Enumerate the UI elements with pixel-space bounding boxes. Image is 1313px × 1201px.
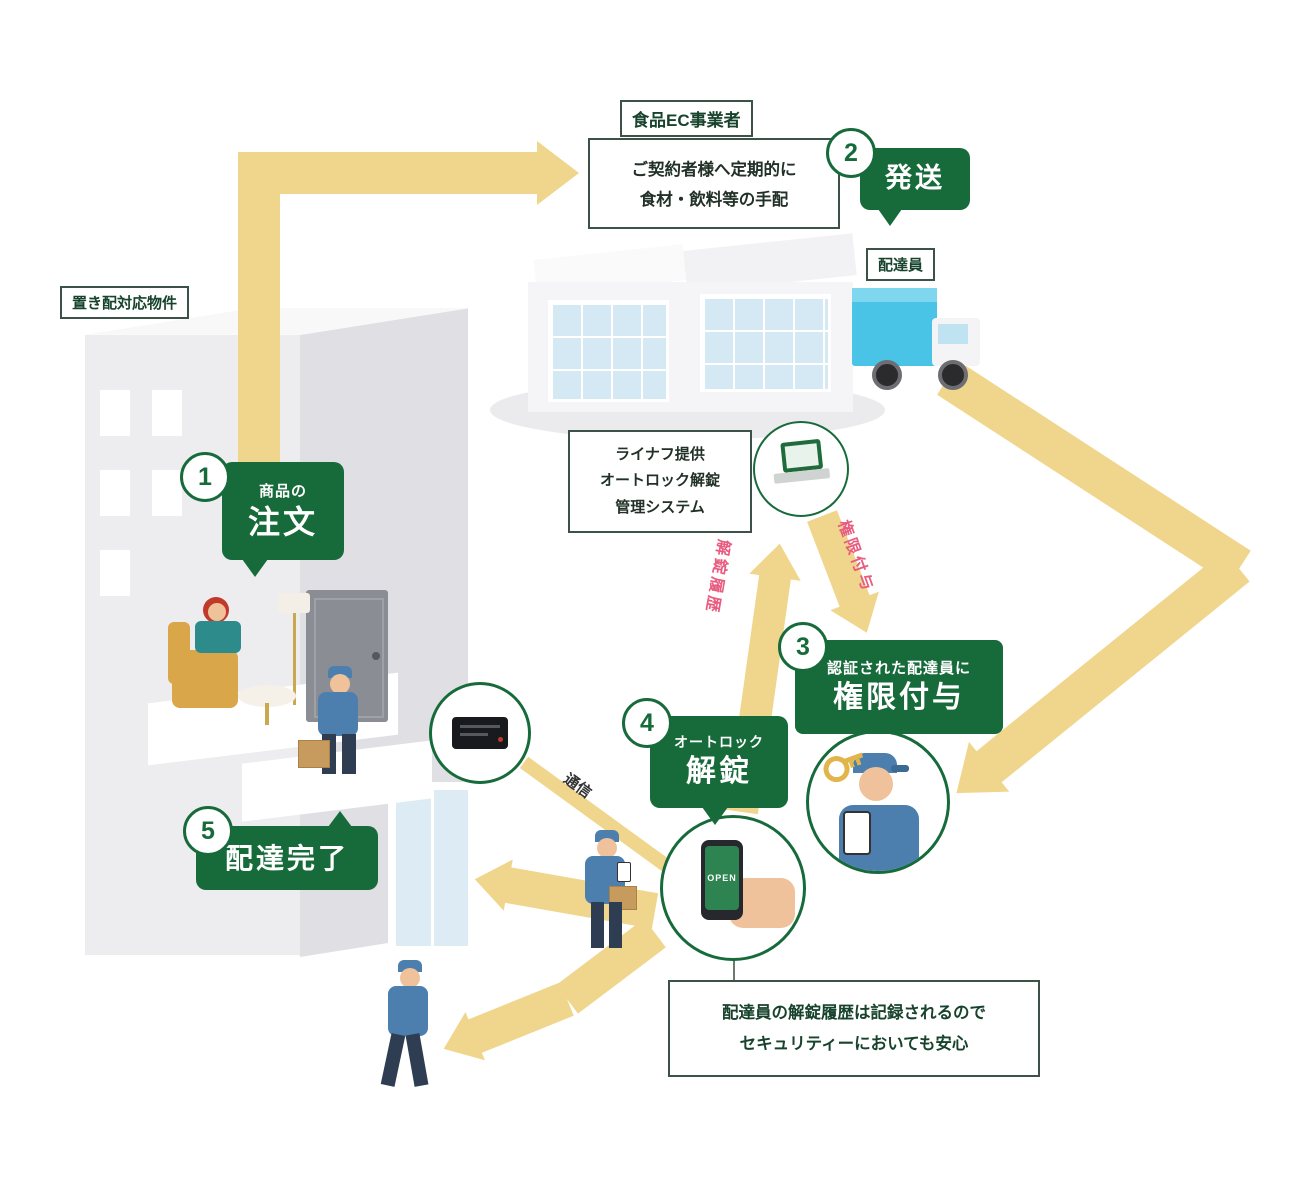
system-line3: 管理システム <box>615 498 705 516</box>
step1-number: 1 <box>198 462 212 491</box>
unlock-history-text: 解錠履歴 <box>702 538 733 616</box>
courier-head <box>859 767 893 801</box>
system-line1: ライナフ提供 <box>615 446 705 463</box>
label-property-text: 置き配対応物件 <box>72 295 178 312</box>
step1-small-text: 商品の <box>258 482 307 500</box>
step3-big-text: 権限付与 <box>833 680 965 714</box>
authenticated-courier-circle <box>806 730 950 874</box>
resident-illustration <box>160 585 310 725</box>
courier-cap-icon <box>853 753 897 773</box>
arrowhead-icon <box>830 591 892 643</box>
panel-security-note: 配達員の解錠履歴は記録されるので セキュリティーにおいても安心 <box>668 980 1040 1078</box>
step2-bubble: 発送 <box>860 148 970 226</box>
security-note-connector <box>733 952 735 982</box>
step5-number: 5 <box>201 816 215 845</box>
step3-small-text: 認証された配達員に <box>826 659 971 677</box>
side-table-icon <box>238 685 298 725</box>
label-courier: 配達員 <box>866 248 936 281</box>
floor-lamp-icon <box>278 593 312 705</box>
delivery-truck-icon <box>850 282 985 390</box>
step4-big-text: 解錠 <box>686 755 752 789</box>
label-property: 置き配対応物件 <box>60 286 190 319</box>
step1-bubble: 商品の 注文 <box>222 462 344 577</box>
building-window <box>100 470 130 516</box>
system-line2: オートロック解錠 <box>599 472 720 490</box>
system-laptop-circle <box>753 421 849 517</box>
bubble-tail <box>242 559 268 577</box>
cap-brim <box>891 765 909 772</box>
arrow-walk-2 <box>433 982 574 1073</box>
unlock-phone-circle: OPEN <box>660 815 806 961</box>
arrow-truck-route-2 <box>936 550 1250 819</box>
step2-badge: 2 <box>826 128 876 178</box>
step4-small-text: オートロック <box>674 734 764 751</box>
security-line1: 配達員の解錠履歴は記録されるので <box>722 1004 986 1022</box>
step3-number: 3 <box>796 632 810 661</box>
bubble-tail <box>702 807 728 825</box>
label-unlock-history: 解錠履歴 <box>701 538 738 617</box>
intercom-circle <box>429 682 531 784</box>
phone-screen-text: OPEN <box>707 873 737 883</box>
factory-window-grid <box>700 294 831 392</box>
step5-badge: 5 <box>183 806 233 856</box>
courier-phone-icon <box>617 862 631 882</box>
step2-number: 2 <box>844 138 858 167</box>
courier-walking <box>372 958 452 1093</box>
building-window <box>152 390 182 436</box>
arrowhead-icon <box>749 540 806 581</box>
arrowhead-icon <box>470 853 513 911</box>
step2-big-text: 発送 <box>885 163 945 194</box>
laptop-icon <box>768 436 834 500</box>
courier-approaching <box>575 828 645 953</box>
door-knob <box>372 652 380 660</box>
resident-person <box>195 597 265 667</box>
step1-big-text: 注文 <box>247 503 318 540</box>
step5-big-text: 配達完了 <box>224 842 349 874</box>
ec-desc-line1: ご契約者様へ定期的に <box>631 161 797 179</box>
label-ec-business-text: 食品EC事業者 <box>632 111 741 130</box>
package-icon <box>298 740 330 768</box>
step4-bubble: オートロック 解錠 <box>650 716 788 825</box>
building-window <box>152 470 182 516</box>
step5-bubble: 配達完了 <box>196 811 378 890</box>
arrowhead-icon <box>537 141 579 205</box>
step4-number: 4 <box>640 708 654 737</box>
panel-system: ライナフ提供 オートロック解錠 管理システム <box>568 430 752 533</box>
entrance-mullion <box>431 790 434 946</box>
label-courier-text: 配達員 <box>878 257 924 274</box>
building-window <box>100 550 130 596</box>
armchair-icon <box>168 622 258 712</box>
courier-phone-icon <box>843 811 871 855</box>
intercom-device-icon <box>452 717 508 749</box>
bubble-tail <box>328 811 352 827</box>
step3-badge: 3 <box>778 622 828 672</box>
step3-box: 認証された配達員に 権限付与 <box>795 640 1003 734</box>
security-line2: セキュリティーにおいても安心 <box>739 1034 969 1053</box>
building-entrance <box>388 782 476 954</box>
building-window <box>100 390 130 436</box>
arrow-truck-route-1 <box>937 361 1251 585</box>
step4-badge: 4 <box>622 698 672 748</box>
arrow-order-vertical <box>238 152 280 482</box>
factory-window-grid <box>548 300 669 402</box>
arrow-order-horizontal <box>238 141 579 205</box>
bubble-tail <box>878 209 902 226</box>
phone-icon: OPEN <box>701 840 743 920</box>
step1-badge: 1 <box>180 452 230 502</box>
ec-desc-line2: 食材・飲料等の手配 <box>639 190 789 209</box>
panel-ec-description: ご契約者様へ定期的に 食材・飲料等の手配 <box>588 138 840 230</box>
label-ec-business: 食品EC事業者 <box>620 100 753 137</box>
courier-at-door <box>296 666 376 781</box>
